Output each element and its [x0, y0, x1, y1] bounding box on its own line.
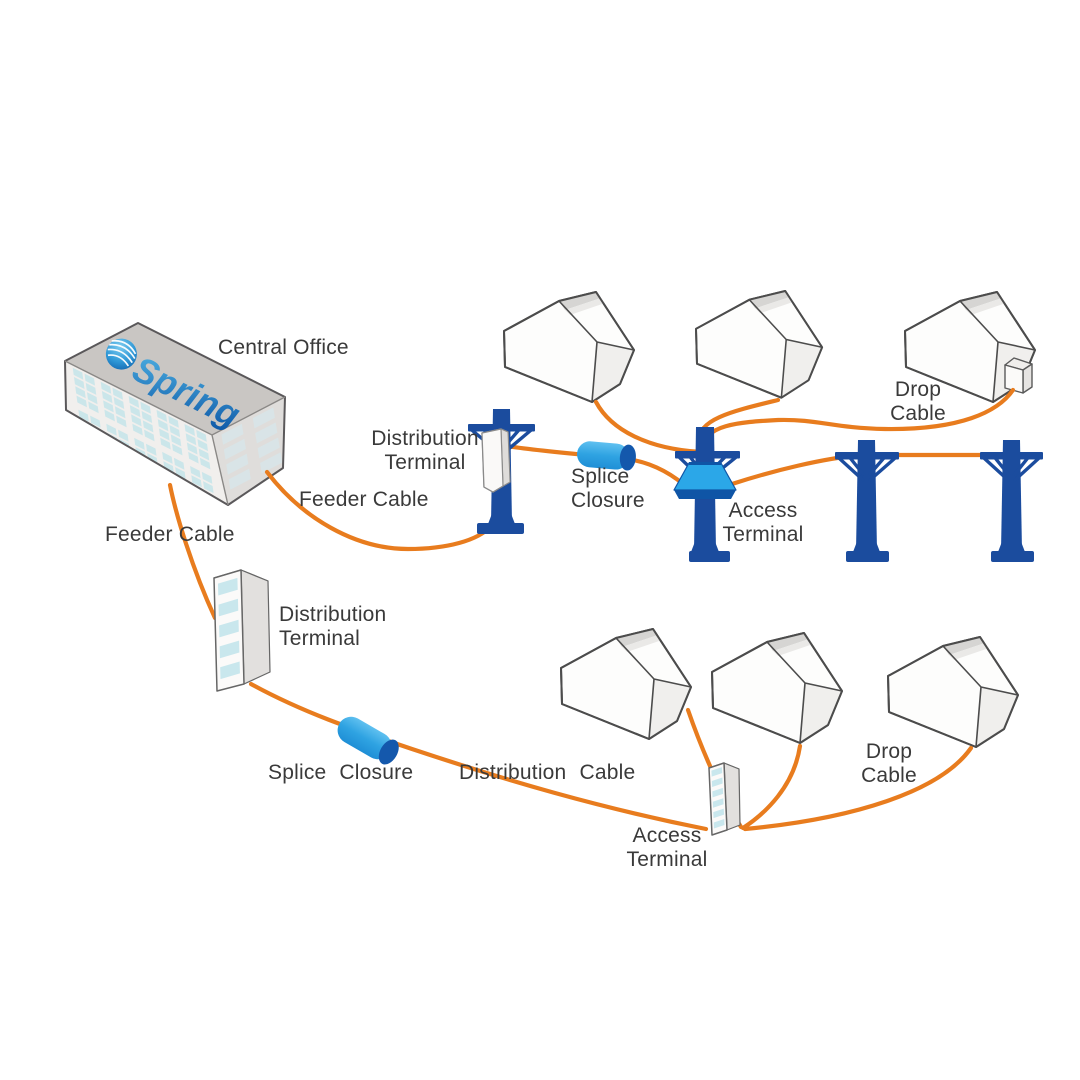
pole-access-terminal — [673, 427, 740, 562]
house-bottom-1 — [560, 628, 692, 740]
building-outline — [64, 322, 286, 506]
drop-house-bottom-3-path — [742, 745, 974, 832]
distribution-terminal-cabinet — [213, 569, 271, 692]
drop-house-top-3-path — [699, 387, 1016, 452]
label-access-terminal-cabinet: Access Terminal — [626, 824, 708, 871]
feeder-cable-right-path — [264, 469, 493, 552]
splice-closure-aerial — [577, 441, 636, 471]
label-distribution-terminal-pole: Distribution Terminal — [371, 427, 479, 474]
house-top-2 — [695, 290, 824, 399]
feeder-cable-left-path — [167, 482, 218, 621]
label-drop-cable-bottom: Drop Cable — [861, 740, 917, 787]
building-side-windows — [221, 407, 283, 490]
building-edges — [64, 360, 286, 506]
pole-span-1 — [835, 440, 899, 562]
label-distribution-terminal-cabinet: Distribution Terminal — [279, 603, 387, 650]
drop-house-bottom-2-path — [740, 743, 803, 831]
pole-span-2 — [980, 440, 1043, 562]
access-terminal-funnel — [673, 462, 737, 499]
label-access-terminal-pole: Access Terminal — [722, 499, 804, 546]
label-central-office: Central Office — [218, 336, 349, 359]
house-drop-box — [1004, 357, 1033, 394]
house-top-1 — [503, 291, 635, 403]
pole-distribution-terminal — [468, 409, 535, 534]
drop-house-top-1-path — [593, 399, 704, 455]
label-distribution-cable: Distribution Cable — [459, 761, 636, 784]
label-feeder-cable-right: Feeder Cable — [299, 488, 429, 511]
distribution-terminal-pole-cabinet — [481, 428, 511, 493]
distribution-cable-path — [248, 681, 709, 832]
label-feeder-cable-left: Feeder Cable — [105, 523, 235, 546]
access-terminal-cabinet — [708, 762, 741, 836]
house-bottom-2 — [711, 632, 843, 744]
house-bottom-3 — [887, 636, 1019, 748]
label-splice-closure-ground: Splice Closure — [268, 761, 414, 784]
label-splice-closure-pole: Splice Closure — [571, 465, 645, 512]
label-drop-cable-top: Drop Cable — [890, 378, 946, 425]
splice-closure-ground — [337, 716, 399, 765]
